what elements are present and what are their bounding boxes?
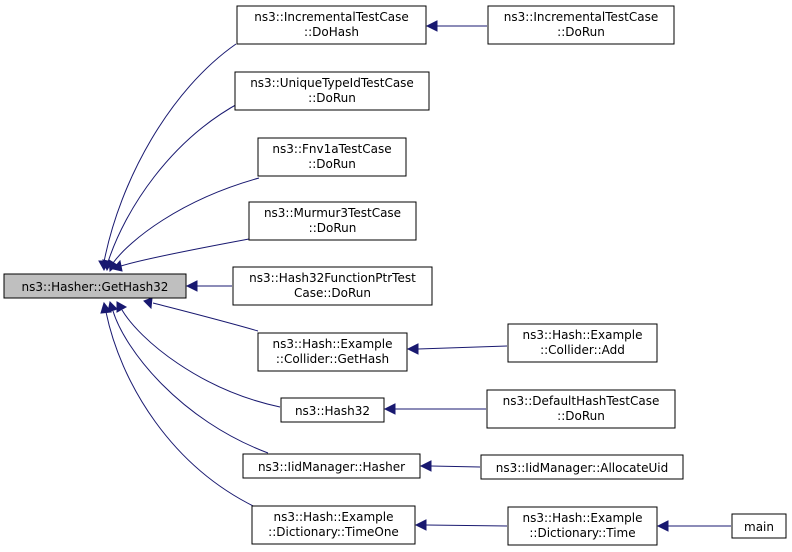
- edge-murmur3-to-gethash32: [112, 238, 250, 272]
- node-collider-add[interactable]: ns3::Hash::Example ::Collider::Add: [507, 323, 658, 363]
- node-label: ns3::Hasher::GetHash32: [22, 280, 169, 294]
- node-main[interactable]: main: [731, 513, 787, 539]
- node-defaulthash-dorun[interactable]: ns3::DefaultHashTestCase ::DoRun: [486, 389, 676, 429]
- node-label-line1: ns3::Murmur3TestCase: [264, 206, 401, 220]
- edges: [98, 20, 731, 532]
- edge-incremental-dohash-to-gethash32: [98, 43, 237, 272]
- node-dictionary-timeone[interactable]: ns3::Hash::Example ::Dictionary::TimeOne: [251, 505, 416, 545]
- edge-hash32-to-gethash32: [116, 301, 281, 408]
- node-hash32[interactable]: ns3::Hash32: [280, 397, 385, 423]
- node-label-line1: ns3::Hash::Example: [523, 511, 643, 525]
- node-dictionary-time[interactable]: ns3::Hash::Example ::Dictionary::Time: [507, 506, 658, 546]
- edge-allocateuid-to-hasher: [419, 460, 481, 472]
- node-fnv1a-dorun[interactable]: ns3::Fnv1aTestCase ::DoRun: [257, 137, 407, 177]
- node-label-line1: ns3::Hash::Example: [274, 510, 394, 524]
- node-label-line1: ns3::IncrementalTestCase: [504, 10, 658, 24]
- edge-fnv1a-to-gethash32: [108, 177, 260, 273]
- node-label-line1: ns3::DefaultHashTestCase: [503, 394, 660, 408]
- node-label-line1: ns3::Hash::Example: [273, 337, 393, 351]
- edge-dictionary-timeone-to-gethash32: [100, 301, 267, 513]
- node-label-line2: ::DoRun: [308, 91, 356, 105]
- node-label: ns3::IidManager::AllocateUid: [496, 461, 669, 475]
- node-murmur3-dorun[interactable]: ns3::Murmur3TestCase ::DoRun: [248, 201, 417, 241]
- edge-iidmanager-hasher-to-gethash32: [107, 300, 269, 454]
- node-label-line1: ns3::Hash::Example: [523, 328, 643, 342]
- node-label-line1: ns3::IncrementalTestCase: [254, 10, 408, 24]
- node-label-line2: ::DoRun: [308, 157, 356, 171]
- node-uniquetypeid-dorun[interactable]: ns3::UniqueTypeIdTestCase ::DoRun: [234, 71, 430, 111]
- node-label: main: [744, 520, 774, 534]
- nodes: ns3::Hasher::GetHash32 ns3::IncrementalT…: [3, 5, 787, 546]
- edge-collider-gethash-to-gethash32: [143, 297, 259, 332]
- edge-main-to-dictionary-time: [656, 520, 731, 532]
- node-label-line2: ::Dictionary::Time: [529, 526, 635, 540]
- edge-hash32fptr-to-gethash32: [185, 280, 232, 292]
- node-label-line1: ns3::UniqueTypeIdTestCase: [250, 76, 414, 90]
- node-iidmanager-hasher[interactable]: ns3::IidManager::Hasher: [242, 453, 421, 479]
- node-hasher-gethash32[interactable]: ns3::Hasher::GetHash32: [3, 273, 187, 299]
- node-label-line2: Case::DoRun: [294, 286, 371, 300]
- edge-incremental-dorun-to-dohash: [425, 20, 487, 32]
- node-label-line2: ::DoHash: [304, 25, 359, 39]
- node-label-line2: ::DoRun: [557, 25, 605, 39]
- node-label-line2: ::Dictionary::TimeOne: [268, 525, 399, 539]
- node-collider-gethash[interactable]: ns3::Hash::Example ::Collider::GetHash: [257, 332, 408, 372]
- node-label-line2: ::DoRun: [309, 221, 357, 235]
- node-incremental-dorun[interactable]: ns3::IncrementalTestCase ::DoRun: [487, 5, 675, 45]
- node-iidmanager-allocateuid[interactable]: ns3::IidManager::AllocateUid: [480, 454, 684, 480]
- edge-defaulthash-to-hash32: [383, 403, 486, 415]
- node-label: ns3::Hash32: [295, 404, 370, 418]
- edge-dictionary-time-to-timeone: [414, 519, 508, 531]
- node-label-line2: ::Collider::Add: [540, 343, 625, 357]
- node-label-line2: ::Collider::GetHash: [276, 352, 389, 366]
- node-label: ns3::IidManager::Hasher: [258, 460, 405, 474]
- node-hash32fptr-dorun[interactable]: ns3::Hash32FunctionPtrTest Case::DoRun: [232, 266, 433, 306]
- node-label-line1: ns3::Hash32FunctionPtrTest: [249, 271, 416, 285]
- node-label-line2: ::DoRun: [557, 409, 605, 423]
- node-label-line1: ns3::Fnv1aTestCase: [272, 142, 391, 156]
- edge-collider-add-to-gethash: [406, 343, 508, 355]
- node-incremental-dohash[interactable]: ns3::IncrementalTestCase ::DoHash: [236, 5, 427, 45]
